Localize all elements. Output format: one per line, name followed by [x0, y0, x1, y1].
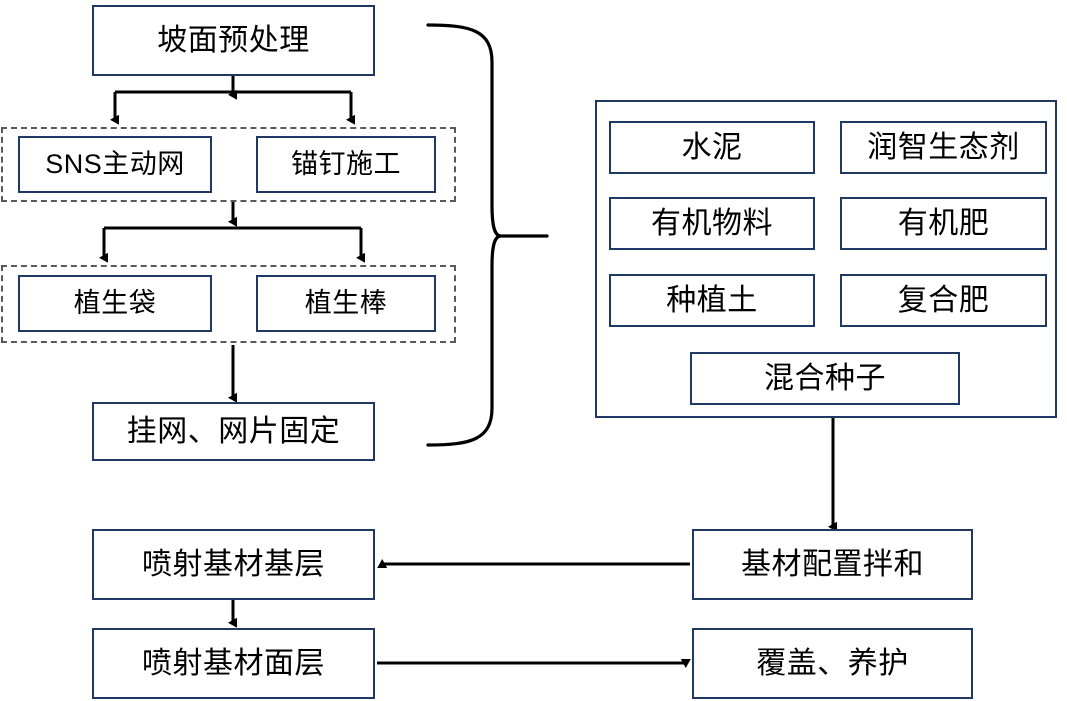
connector-curly-brace: [426, 23, 549, 447]
node-label: 混合种子: [764, 361, 886, 395]
node-label: SNS主动网: [45, 149, 185, 179]
node-cover-curing[interactable]: 覆盖、养护: [692, 628, 973, 699]
node-slope-pretreatment[interactable]: 坡面预处理: [92, 5, 375, 76]
material-mixed-seeds[interactable]: 混合种子: [690, 352, 960, 405]
material-planting-soil[interactable]: 种植土: [609, 274, 815, 327]
node-spray-surface-layer[interactable]: 喷射基材面层: [92, 628, 375, 699]
node-vegetation-bag[interactable]: 植生袋: [18, 275, 212, 332]
node-vegetation-rod[interactable]: 植生棒: [256, 275, 436, 332]
node-label: 坡面预处理: [157, 23, 310, 57]
node-label: 有机肥: [897, 206, 990, 240]
node-label: 有机物料: [651, 206, 773, 240]
material-organic-fertilizer[interactable]: 有机肥: [840, 197, 1047, 250]
node-label: 复合肥: [897, 283, 990, 317]
node-spray-base-layer[interactable]: 喷射基材基层: [92, 529, 375, 600]
connector-reinforcement-to-split-2: [99, 200, 365, 263]
node-label: 挂网、网片固定: [126, 414, 341, 448]
node-label: 锚钉施工: [291, 149, 401, 179]
node-sns-active-net[interactable]: SNS主动网: [18, 136, 212, 193]
node-label: 水泥: [681, 130, 743, 164]
node-label: 覆盖、养护: [756, 646, 909, 680]
node-netting-fixing[interactable]: 挂网、网片固定: [92, 402, 375, 461]
material-organic-material[interactable]: 有机物料: [609, 197, 815, 250]
node-label: 植生袋: [73, 288, 157, 318]
node-label: 基材配置拌和: [741, 547, 924, 581]
material-runzhi-eco-agent[interactable]: 润智生态剂: [840, 121, 1047, 174]
connector-start-to-split-1: [110, 76, 355, 125]
node-label: 润智生态剂: [867, 130, 1020, 164]
node-label: 喷射基材基层: [142, 547, 325, 581]
material-cement[interactable]: 水泥: [609, 121, 815, 174]
node-label: 种植土: [666, 283, 758, 317]
node-label: 喷射基材面层: [142, 646, 325, 680]
material-compound-fertilizer[interactable]: 复合肥: [840, 274, 1047, 327]
node-anchor-construction[interactable]: 锚钉施工: [256, 136, 436, 193]
node-label: 植生棒: [304, 288, 388, 318]
node-mixing-preparation[interactable]: 基材配置拌和: [692, 529, 973, 600]
